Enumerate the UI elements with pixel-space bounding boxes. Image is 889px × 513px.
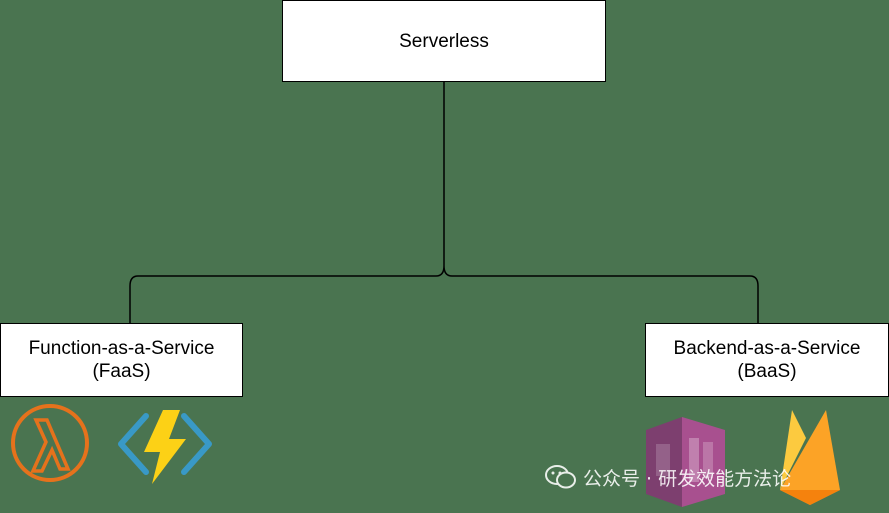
baas-label-line1: Backend-as-a-Service: [673, 338, 861, 359]
aws-cognito-icon: [646, 417, 725, 507]
serverless-node: Serverless: [282, 0, 606, 82]
wechat-icon: [545, 465, 576, 489]
faas-label-line2: (FaaS): [92, 361, 151, 382]
baas-label-line2: (BaaS): [737, 361, 797, 382]
azure-functions-icon: [118, 410, 212, 484]
watermark: 公众号 · 研发效能方法论: [545, 460, 791, 494]
watermark-text: 公众号 · 研发效能方法论: [583, 467, 792, 490]
aws-lambda-icon: [11, 404, 89, 482]
faas-node: Function-as-a-Service (FaaS): [0, 323, 243, 397]
firebase-icon: [780, 410, 840, 505]
faas-label-line1: Function-as-a-Service: [28, 338, 215, 359]
connector-brace: [129, 82, 759, 323]
baas-node: Backend-as-a-Service (BaaS): [645, 323, 889, 397]
serverless-label: Serverless: [399, 30, 489, 52]
